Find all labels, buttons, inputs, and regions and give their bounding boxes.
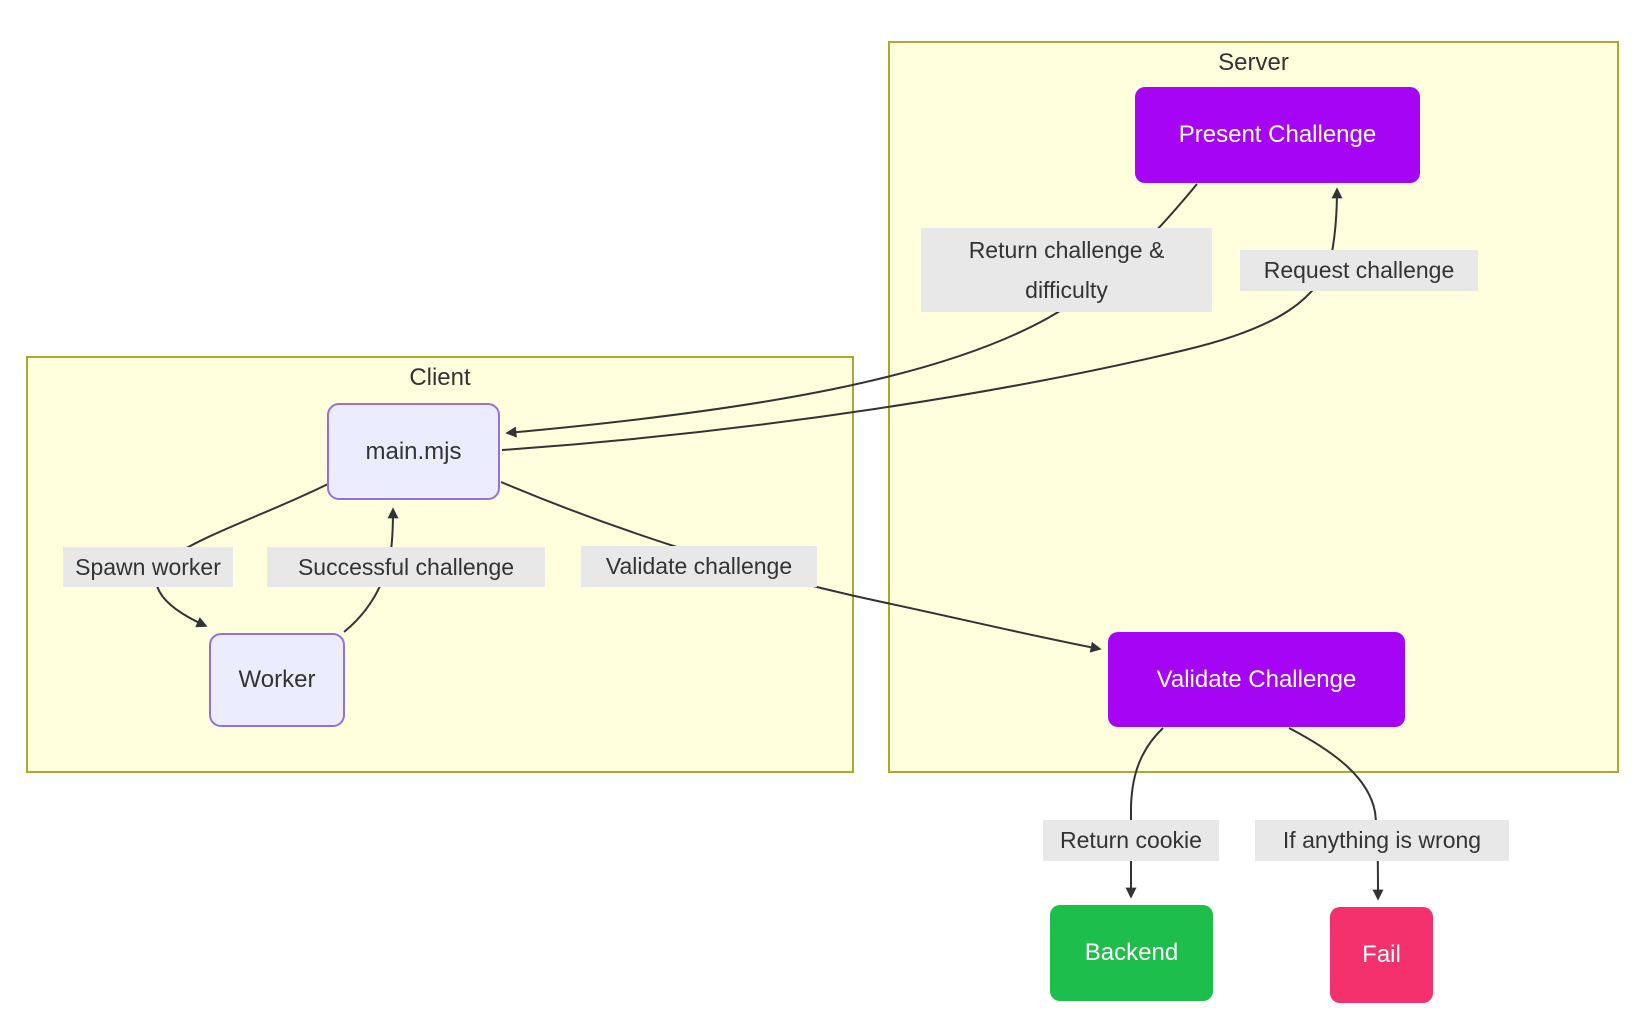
edge-label-spawn-worker: Spawn worker <box>63 547 233 587</box>
node-worker: Worker <box>209 633 345 727</box>
edge-label-return-challenge-line2: difficulty <box>1025 277 1108 303</box>
node-validate-challenge: Validate Challenge <box>1108 632 1405 727</box>
edge-label-successful-challenge: Successful challenge <box>267 547 545 587</box>
edge-label-return-challenge: Return challenge & difficulty <box>921 228 1212 312</box>
node-main-mjs: main.mjs <box>327 403 500 500</box>
edge-label-request-challenge: Request challenge <box>1240 250 1478 291</box>
edge-label-validate-challenge: Validate challenge <box>581 546 817 587</box>
edge-label-return-challenge-line1: Return challenge & <box>968 237 1165 263</box>
node-backend: Backend <box>1050 905 1213 1001</box>
edge-label-return-cookie: Return cookie <box>1043 820 1219 861</box>
node-fail: Fail <box>1330 907 1433 1003</box>
subgraph-client-title: Client <box>409 364 471 391</box>
subgraph-server-title: Server <box>1218 49 1289 76</box>
node-present-challenge: Present Challenge <box>1135 87 1420 183</box>
edge-label-if-anything-wrong: If anything is wrong <box>1255 820 1509 861</box>
